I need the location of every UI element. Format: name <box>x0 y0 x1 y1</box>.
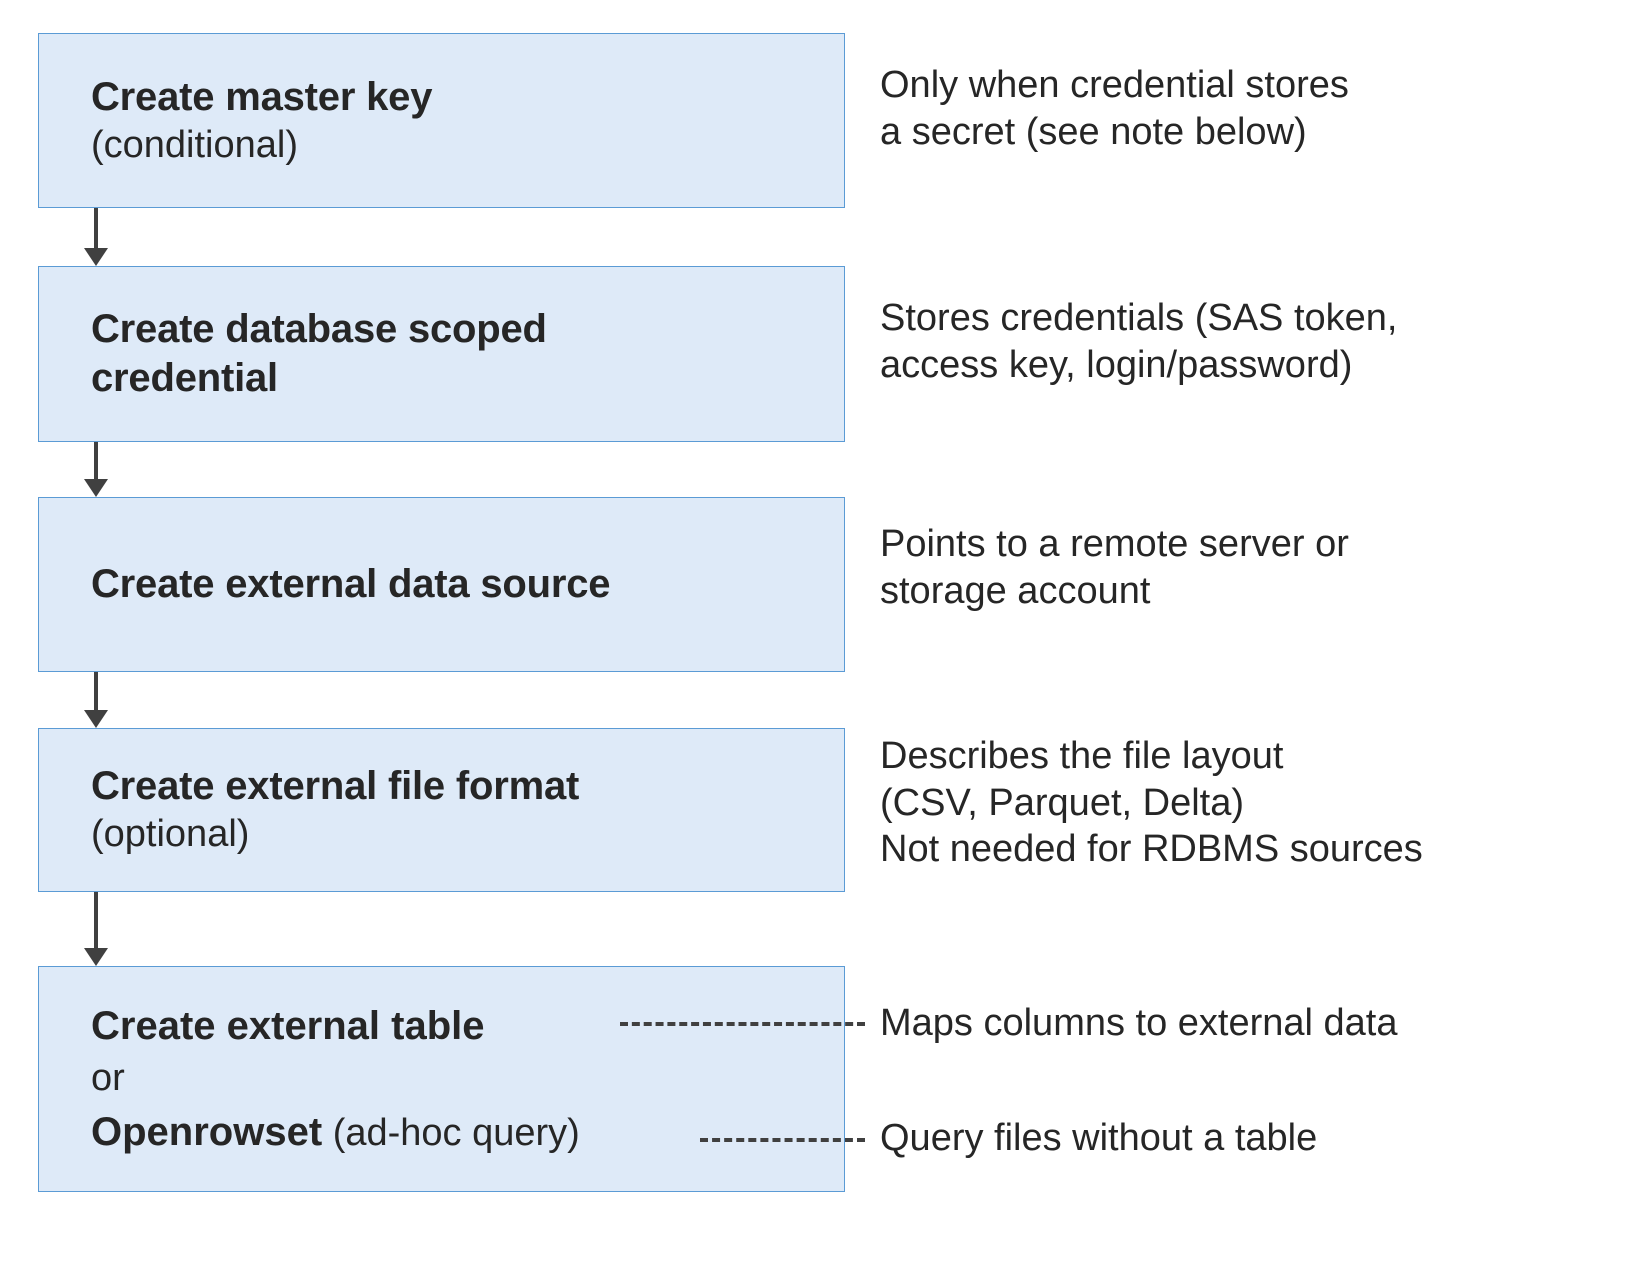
step-subtitle: (optional) <box>91 813 250 856</box>
step-title: Create master key <box>91 74 433 119</box>
step-title: Create database scoped credential <box>91 307 547 400</box>
arrow-down-icon <box>84 208 108 266</box>
step-box-create-master-key[interactable]: Create master key (conditional) <box>38 33 845 208</box>
step-title: Create external file format <box>91 764 580 809</box>
option-separator-or: or <box>91 1056 125 1099</box>
arrow-down-icon <box>84 672 108 728</box>
step-box-create-external-table-or-openrowset[interactable]: Create external table or Openrowset (ad-… <box>38 966 845 1192</box>
step-box-create-database-scoped-credential[interactable]: Create database scoped credential <box>38 266 845 442</box>
option-openrowset-qualifier: (ad-hoc query) <box>322 1111 580 1154</box>
step-box-create-external-file-format[interactable]: Create external file format (optional) <box>38 728 845 892</box>
dashed-connector-openrowset <box>700 1138 865 1142</box>
option-openrowset: Openrowset (ad-hoc query) <box>91 1108 828 1157</box>
step-note-create-external-table: Maps columns to external data <box>880 1002 1398 1044</box>
step-note-create-external-file-format: Describes the file layout (CSV, Parquet,… <box>880 735 1423 871</box>
option-openrowset-label: Openrowset <box>91 1109 323 1154</box>
arrow-down-icon <box>84 442 108 497</box>
step-note-openrowset: Query files without a table <box>880 1117 1318 1159</box>
step-subtitle: (conditional) <box>91 123 298 166</box>
arrow-down-icon <box>84 892 108 966</box>
step-note-create-database-scoped-credential: Stores credentials (SAS token, access ke… <box>880 297 1398 386</box>
option-create-external-table: Create external table <box>91 1003 485 1048</box>
step-note-create-external-data-source: Points to a remote server or storage acc… <box>880 523 1349 612</box>
step-box-create-external-data-source[interactable]: Create external data source <box>38 497 845 672</box>
step-note-create-master-key: Only when credential stores a secret (se… <box>880 64 1349 153</box>
dashed-connector-external-table <box>620 1022 865 1026</box>
step-title: Create external data source <box>91 562 611 607</box>
